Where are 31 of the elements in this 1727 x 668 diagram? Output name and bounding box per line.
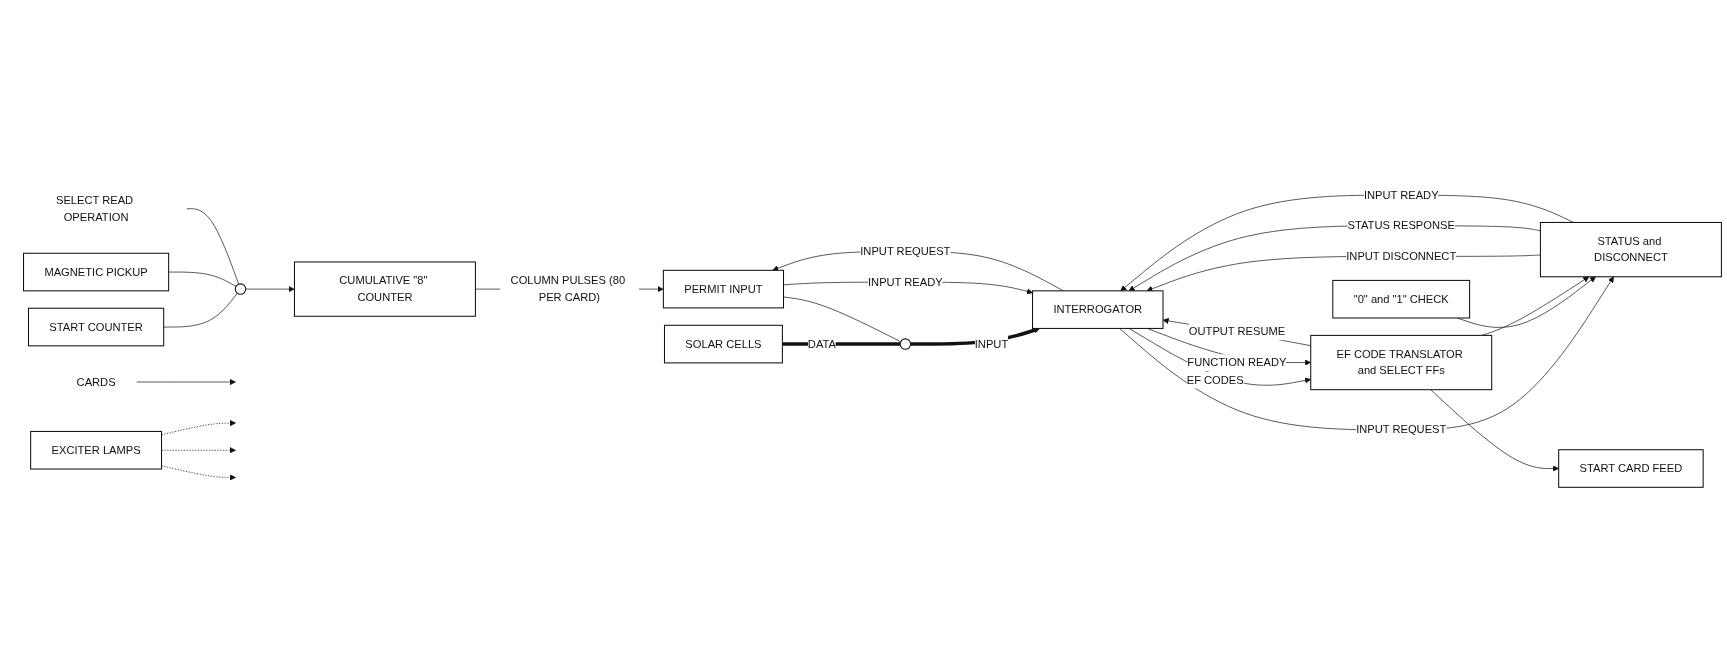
node-box: EXCITER LAMPS <box>30 430 163 470</box>
node-box: SOLAR CELLS <box>663 324 783 363</box>
connector <box>168 271 237 287</box>
node-circle <box>234 282 247 295</box>
edge-label: INPUT REQUEST <box>1356 423 1447 436</box>
node-text: SELECT READ OPERATION <box>55 193 134 223</box>
edge-label: COLUMN PULSES (80 PER CARD) <box>510 274 626 303</box>
edge-label: INPUT REQUEST <box>860 244 951 257</box>
edge-label: INPUT READY <box>1363 188 1439 201</box>
edge-label: INPUT <box>974 337 1009 350</box>
edge-label: DATA <box>807 337 836 350</box>
node-box: STATUS and DISCONNECT <box>1539 221 1722 277</box>
node-box: EF CODE TRANSLATOR and SELECT FFs <box>1310 334 1493 390</box>
edge-label: INPUT READY <box>868 275 943 288</box>
edge-label: EF CODES <box>1186 373 1244 386</box>
edge-label: STATUS RESPONSE <box>1347 219 1455 231</box>
node-box: PERMIT INPUT <box>662 269 785 308</box>
node-box: START COUNTER <box>27 307 165 346</box>
node-box: "0" and "1" CHECK <box>1332 279 1471 319</box>
node-box: START CARD FEED <box>1558 448 1704 488</box>
connector <box>163 292 238 327</box>
node-box: INTERROGATOR <box>1032 289 1164 329</box>
node-box: CUMULATIVE "8" COUNTER <box>293 261 476 317</box>
edge-label: FUNCTION READY <box>1187 355 1287 368</box>
connector <box>783 296 902 342</box>
connector <box>186 207 240 285</box>
node-circle <box>899 337 912 350</box>
node-text: CARDS <box>76 375 116 388</box>
edge-label: OUTPUT RESUME <box>1188 325 1286 338</box>
edge-label: INPUT DISCONNECT <box>1346 249 1457 262</box>
node-box: MAGNETIC PICKUP <box>23 252 170 291</box>
